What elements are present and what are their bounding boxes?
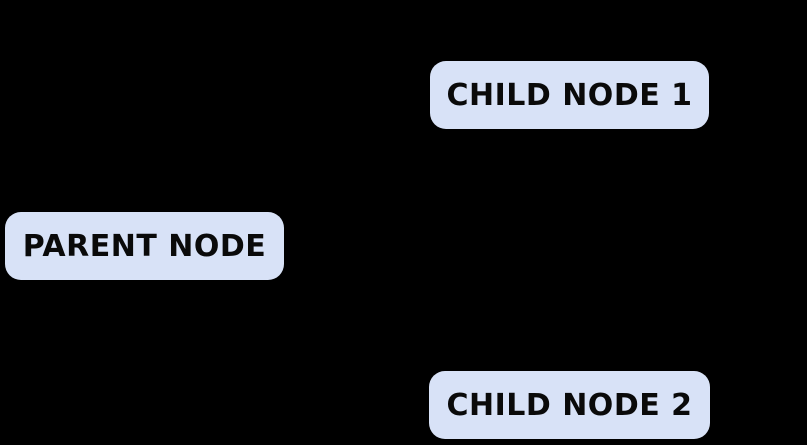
node-child-1-label: CHILD NODE 1 <box>446 77 693 113</box>
node-parent-label: PARENT NODE <box>22 228 267 264</box>
node-parent[interactable]: PARENT NODE <box>5 212 284 280</box>
node-child-2-label: CHILD NODE 2 <box>446 387 693 423</box>
node-child-2[interactable]: CHILD NODE 2 <box>429 371 710 439</box>
node-child-1[interactable]: CHILD NODE 1 <box>430 61 709 129</box>
